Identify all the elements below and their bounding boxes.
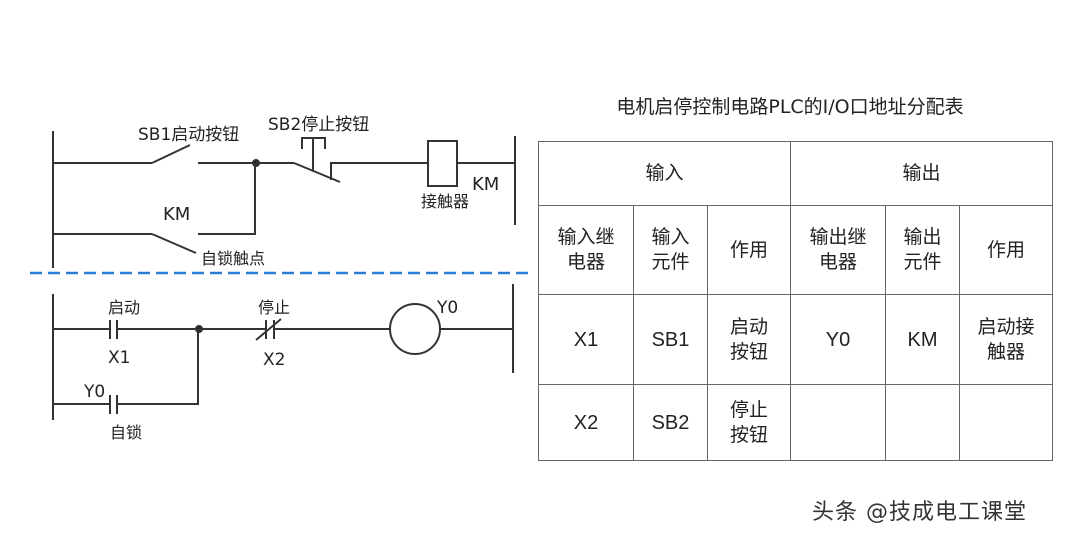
col-header-input-relay: 输入继电器: [538, 205, 634, 295]
col-header-input-function: 作用: [707, 205, 791, 295]
cell-output-device: [885, 384, 960, 461]
start-label: 启动: [108, 298, 140, 317]
col-header-output-relay: 输出继电器: [790, 205, 886, 295]
group-header-output: 输出: [790, 141, 1053, 206]
coil-label: 接触器: [421, 192, 469, 211]
sb2-label: SB2停止按钮: [268, 115, 369, 135]
table-row: X1 SB1 启动按钮 Y0 KM 启动接触器: [538, 294, 1053, 385]
cell-input-function: 启动按钮: [707, 294, 791, 385]
wire: [198, 163, 256, 235]
header-line: 输入: [651, 226, 690, 249]
col-header-input-device: 输入元件: [633, 205, 708, 295]
group-header-input: 输入: [538, 141, 791, 206]
km-self-lock-label: KM: [163, 204, 190, 225]
ladder-labels: 启动 X1 停止 X2 Y0 Y0 自锁: [83, 298, 458, 442]
header-line: 输出: [903, 226, 942, 249]
cell-line: 按钮: [729, 423, 768, 446]
cell-input-function: 停止按钮: [707, 384, 791, 461]
sb1-switch-blade: [151, 144, 191, 164]
sb2-button-head: [301, 137, 326, 149]
coil-name: KM: [472, 174, 499, 195]
cell-input-relay: X2: [538, 384, 634, 461]
column-header-row: 输入继电器 输入元件 作用 输出继电器 输出元件 作用: [538, 205, 1053, 295]
self-lock-label: 自锁: [110, 423, 142, 442]
cell-line: 按钮: [729, 340, 768, 363]
col-header-output-function: 作用: [959, 205, 1053, 295]
table-row: X2 SB2 停止按钮: [538, 384, 1053, 461]
io-allocation-table: 输入 输出 输入继电器 输入元件 作用 输出继电器 输出元件 作用 X1 SB1…: [538, 141, 1053, 461]
cell-output-relay: Y0: [790, 294, 886, 385]
header-line: 元件: [651, 251, 690, 273]
x2-normally-closed-slash: [255, 318, 282, 341]
watermark: 头条 @技成电工课堂: [812, 500, 1027, 525]
wire: [117, 329, 199, 405]
contactor-coil: [427, 140, 458, 187]
group-header-row: 输入 输出: [538, 141, 1053, 206]
relay-circuit: [52, 131, 516, 268]
y0-output-coil: [389, 303, 441, 355]
cell-line: 启动接: [977, 315, 1035, 338]
cell-line: 启动: [729, 315, 768, 338]
sb2-switch-blade: [293, 162, 341, 183]
cell-input-device: SB1: [633, 294, 708, 385]
cell-output-device: KM: [885, 294, 960, 385]
start-address: X1: [108, 348, 130, 368]
wire: [330, 162, 428, 180]
col-header-output-device: 输出元件: [885, 205, 960, 295]
header-line: 电器: [566, 251, 605, 273]
stop-address: X2: [263, 350, 285, 370]
km-contact-blade: [151, 233, 197, 254]
header-line: 输入继: [557, 226, 615, 249]
header-line: 电器: [818, 251, 857, 273]
header-line: 元件: [903, 251, 942, 273]
ladder-diagram: [52, 284, 514, 420]
cell-input-device: SB2: [633, 384, 708, 461]
relay-labels: SB1启动按钮 SB2停止按钮 KM 自锁触点 接触器 KM: [138, 115, 499, 268]
cell-line: 停止: [729, 398, 768, 421]
cell-output-function: 启动接触器: [959, 294, 1053, 385]
table-title: 电机启停控制电路PLC的I/O口地址分配表: [616, 96, 964, 118]
cell-output-relay: [790, 384, 886, 461]
output-address: Y0: [436, 298, 458, 318]
stop-label: 停止: [258, 298, 290, 317]
cell-input-relay: X1: [538, 294, 634, 385]
self-lock-contact-label: 自锁触点: [201, 249, 265, 268]
self-lock-address: Y0: [83, 382, 105, 402]
header-line: 作用: [729, 238, 768, 261]
cell-output-function: [959, 384, 1053, 461]
sb1-label: SB1启动按钮: [138, 125, 239, 145]
header-line: 输出继: [809, 226, 867, 249]
cell-line: 触器: [986, 340, 1025, 363]
header-line: 作用: [986, 238, 1025, 261]
